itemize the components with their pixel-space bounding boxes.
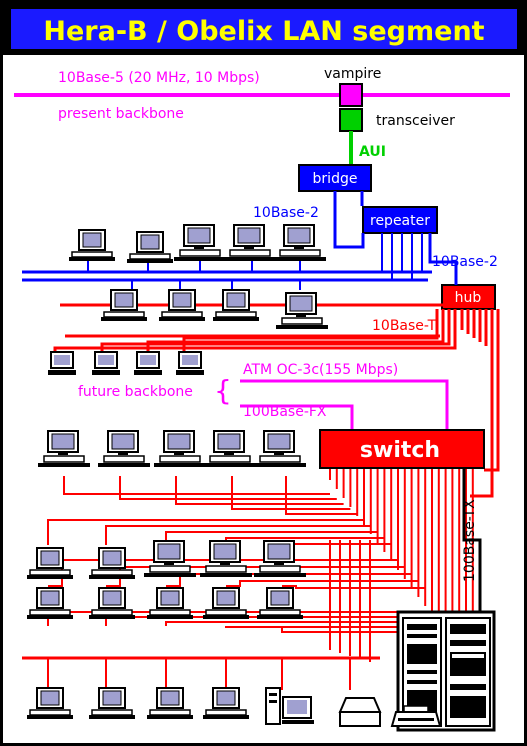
desktop-pc-icon: [153, 430, 207, 468]
desktop-pc-icon: [173, 224, 227, 262]
backbone-spec-label: 10Base-5 (20 MHz, 10 Mbps): [58, 70, 260, 86]
atm-label: ATM OC-3c(155 Mbps): [243, 362, 398, 378]
title-bar: [11, 9, 517, 49]
100baseTX-link: [462, 468, 482, 612]
future-backbone-label: future backbone: [78, 384, 193, 400]
10base2-label-a: 10Base-2: [253, 205, 319, 221]
repeater-label: repeater: [370, 213, 430, 229]
present-backbone-label: present backbone: [58, 106, 184, 122]
vampire-tap-icon: [339, 83, 363, 107]
desktop-pc-icon: [37, 430, 91, 468]
10baseT-label: 10Base-T: [372, 318, 437, 334]
desktop-pc-icon: [275, 292, 329, 330]
switch-label: switch: [360, 438, 440, 463]
inkjet-printer-icon: [390, 705, 442, 727]
workstation-icon: [133, 351, 163, 376]
workstation-icon: [68, 229, 116, 262]
workstation-icon: [47, 351, 77, 376]
desktop-pc-icon: [97, 430, 151, 468]
workstation-icon: [175, 351, 205, 376]
workstation-icon: [126, 231, 174, 264]
workstation-icon: [88, 547, 136, 580]
switch-box: [319, 429, 485, 469]
10base2-label-b: 10Base-2: [432, 254, 498, 270]
desktop-pc-icon: [253, 430, 307, 468]
workstation-icon: [26, 587, 74, 620]
desktop-pc-icon: [223, 224, 277, 262]
desktop-pc-icon: [273, 224, 327, 262]
workstation-icon: [88, 687, 136, 720]
laser-printer-icon: [338, 697, 382, 727]
workstation-icon: [202, 587, 250, 620]
hub-label: hub: [455, 290, 482, 306]
workstation-icon: [26, 547, 74, 580]
workstation-icon: [146, 687, 194, 720]
workstation-icon: [26, 687, 74, 720]
workstation-icon: [146, 587, 194, 620]
workstation-icon: [88, 587, 136, 620]
brace-icon: {: [214, 374, 232, 407]
desktop-pc-icon: [203, 430, 257, 468]
repeater-box: [362, 206, 438, 234]
atm-link: [240, 379, 449, 432]
fx-link: [240, 404, 354, 432]
transceiver-icon: [339, 108, 363, 132]
tower-workstation-icon: [265, 687, 314, 725]
workstation-icon: [202, 687, 250, 720]
thin-ethernet-segment: [22, 233, 432, 290]
bridge-label: bridge: [313, 171, 358, 187]
workstation-icon: [91, 351, 121, 376]
hub-box: [441, 284, 496, 310]
100baseTX-label: 100Base-TX: [462, 499, 478, 582]
page-title: Hera-B / Obelix LAN segment: [43, 16, 484, 47]
transceiver-label: transceiver: [376, 113, 455, 129]
100baseFX-label: 100Base-FX: [243, 404, 327, 420]
aui-label: AUI: [359, 144, 386, 160]
vampire-label: vampire: [324, 66, 381, 82]
workstation-icon: [256, 587, 304, 620]
